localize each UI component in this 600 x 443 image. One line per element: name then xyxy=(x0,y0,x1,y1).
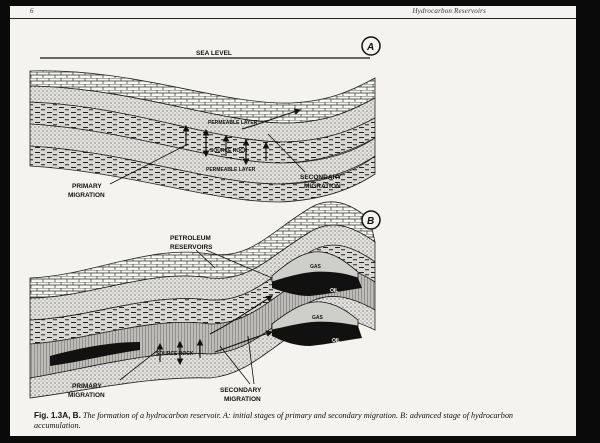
oil-upper-label: OIL xyxy=(330,288,338,294)
gas-upper-label: GAS xyxy=(310,264,322,270)
primary-migration-b-line2: MIGRATION xyxy=(68,392,105,399)
secondary-migration-a-line1: SECONDARY xyxy=(300,174,342,181)
secondary-migration-b-line2: MIGRATION xyxy=(224,396,261,403)
primary-migration-a-line1: PRIMARY xyxy=(72,183,102,190)
book-page: 6 Hydrocarbon Reservoirs xyxy=(10,6,576,436)
figure-number: Fig. 1.3A, B. xyxy=(34,411,81,420)
source-rock-label-b: SOURCE ROCK xyxy=(156,351,194,357)
oil-lower-label: OIL xyxy=(332,338,340,344)
secondary-migration-a-line2: MIGRATION xyxy=(304,183,341,190)
panel-a-label: A xyxy=(366,42,374,53)
secondary-migration-b-line1: SECONDARY xyxy=(220,387,262,394)
permeable-layer-top-label: PERMEABLE LAYER xyxy=(208,120,258,126)
caption-text: The formation of a hydrocarbon reservoir… xyxy=(34,411,513,430)
reservoirs-label: RESERVOIRS xyxy=(170,244,213,251)
panel-b-label: B xyxy=(367,216,374,227)
hydrocarbon-reservoir-figure: A SEA LEVEL PERMEABLE LAYER SOURCE ROCK … xyxy=(10,6,576,411)
petroleum-label: PETROLEUM xyxy=(170,235,211,242)
panel-b-diagram xyxy=(30,202,375,398)
permeable-layer-bottom-label: PERMEABLE LAYER xyxy=(206,167,256,173)
primary-migration-a-line2: MIGRATION xyxy=(68,192,105,199)
figure-caption: Fig. 1.3A, B. The formation of a hydroca… xyxy=(34,411,554,431)
primary-migration-b-line1: PRIMARY xyxy=(72,383,102,390)
gas-lower-label: GAS xyxy=(312,315,324,321)
sea-level-label: SEA LEVEL xyxy=(196,50,232,57)
source-rock-label-a: SOURCE ROCK xyxy=(210,148,248,154)
